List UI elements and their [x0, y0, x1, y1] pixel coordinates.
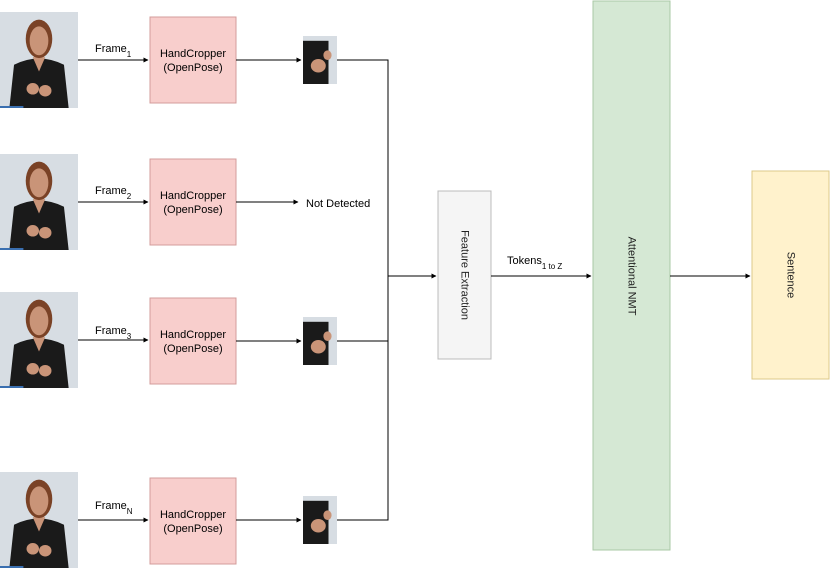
handcropper-subtitle-2: (OpenPose): [163, 204, 222, 216]
row-frame-1: Frame1 HandCropper (OpenPose): [0, 12, 337, 108]
feature-extraction-box: [437, 190, 492, 360]
feature-extraction-label: Feature Extraction: [459, 230, 471, 320]
handcropper-subtitle-1: (OpenPose): [163, 62, 222, 74]
frame-label-n: FrameN: [95, 500, 133, 516]
merge-connectors: [337, 59, 437, 521]
row-frame-3: Frame3 HandCropper (OpenPose): [0, 292, 337, 388]
sentence-box: [751, 170, 830, 380]
hand-crop-n: [303, 496, 337, 544]
handcropper-box-3: [149, 297, 237, 385]
signer-photo-3: [0, 292, 78, 388]
signer-photo-1: [0, 12, 78, 108]
row-frame-2: Frame2 HandCropper (OpenPose) Not Detect…: [0, 154, 370, 250]
tokens-label: Tokens1 to Z: [507, 255, 562, 271]
signer-photo-2: [0, 154, 78, 250]
handcropper-title-n: HandCropper: [160, 509, 226, 521]
handcropper-subtitle-3: (OpenPose): [163, 343, 222, 355]
not-detected-label: Not Detected: [306, 198, 370, 210]
row-frame-n: FrameN HandCropper (OpenPose): [0, 472, 337, 568]
frame-label-2: Frame2: [95, 185, 132, 201]
signer-photo-n: [0, 472, 78, 568]
handcropper-title-2: HandCropper: [160, 190, 226, 202]
attentional-nmt-label: Attentional NMT: [626, 237, 638, 316]
hand-crop-3: [303, 317, 337, 365]
sentence-label: Sentence: [785, 252, 797, 298]
connector-row-1: [337, 59, 389, 276]
handcropper-subtitle-n: (OpenPose): [163, 523, 222, 535]
frame-label-1: Frame1: [95, 43, 132, 59]
hand-crop-1: [303, 36, 337, 84]
handcropper-title-3: HandCropper: [160, 329, 226, 341]
handcropper-box-2: [149, 158, 237, 246]
handcropper-box-1: [149, 16, 237, 104]
handcropper-title-1: HandCropper: [160, 48, 226, 60]
frame-label-3: Frame3: [95, 325, 132, 341]
attentional-nmt-box: [592, 0, 671, 551]
connector-row-n: [337, 276, 389, 521]
handcropper-box-n: [149, 477, 237, 565]
